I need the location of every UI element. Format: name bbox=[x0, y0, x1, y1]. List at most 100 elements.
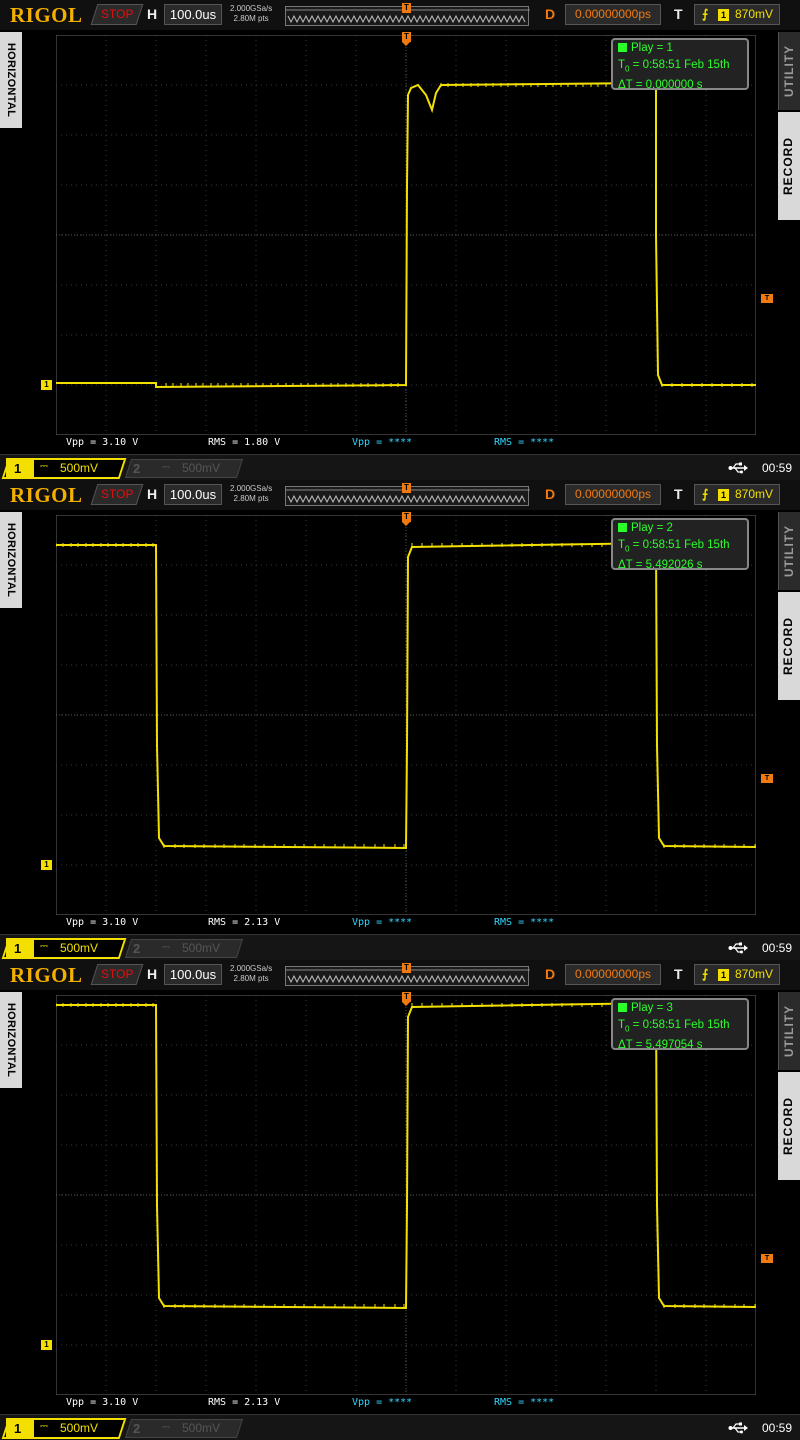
delay-value[interactable]: 0.00000000ps bbox=[565, 484, 661, 505]
measurement-vpp-ch1: Vpp = 3.10 V bbox=[66, 437, 139, 448]
scope-screen: RIGOL STOP H 100.0us 2.000GSa/s 2.80M pt… bbox=[0, 0, 800, 480]
playback-info: Play = 3 T0 = 0:58:51 Feb 15th ΔT = 5.49… bbox=[611, 998, 749, 1051]
trigger-level: 870mV bbox=[735, 7, 774, 21]
trigger-level-marker[interactable]: T bbox=[761, 774, 773, 783]
horizontal-tab[interactable]: HORIZONTAL bbox=[0, 512, 22, 608]
scope-screen: RIGOL STOP H 100.0us 2.000GSa/s 2.80M pt… bbox=[0, 480, 800, 960]
acquisition-info: 2.000GSa/s 2.80M pts bbox=[230, 484, 272, 504]
memory-depth: 2.80M pts bbox=[233, 974, 269, 983]
trigger-level-marker[interactable]: T bbox=[761, 1254, 773, 1263]
play-line: Play = 2 bbox=[618, 520, 747, 537]
horizontal-tab[interactable]: HORIZONTAL bbox=[0, 32, 22, 128]
horizontal-tab-label: HORIZONTAL bbox=[5, 522, 17, 598]
play-index: Play = 3 bbox=[631, 1002, 673, 1014]
measurement-rms-ch1: RMS = 2.13 V bbox=[208, 1397, 281, 1408]
utility-tab[interactable]: UTILITY bbox=[778, 512, 800, 590]
ch1-offset-marker[interactable]: 1 bbox=[41, 380, 52, 390]
utility-tab[interactable]: UTILITY bbox=[778, 992, 800, 1070]
ch2-dc-coupling-icon: ⎓ bbox=[162, 462, 170, 473]
measurement-vpp-ch1: Vpp = 3.10 V bbox=[66, 917, 139, 928]
ch2-label: 2 bbox=[133, 1421, 141, 1436]
t0-subscript: 0 bbox=[625, 544, 630, 554]
ch1-waveform bbox=[56, 541, 756, 850]
measurement-rms-ch2: RMS = **** bbox=[494, 1397, 555, 1408]
record-tab[interactable]: RECORD bbox=[778, 1072, 800, 1180]
horizontal-label: H bbox=[147, 6, 158, 22]
t0-prefix: T bbox=[618, 539, 626, 551]
usb-icon bbox=[728, 462, 748, 474]
measurement-vpp-ch2: Vpp = **** bbox=[352, 1397, 413, 1408]
trigger-position-marker[interactable]: T bbox=[402, 32, 411, 46]
trigger-source-badge: 1 bbox=[718, 489, 729, 501]
waveform-grid[interactable] bbox=[56, 515, 756, 915]
play-line: Play = 1 bbox=[618, 40, 747, 57]
horizontal-tab-label: HORIZONTAL bbox=[5, 1002, 17, 1078]
delta-t: ΔT = 5.492026 s bbox=[618, 559, 703, 572]
usb-icon bbox=[728, 1422, 748, 1434]
run-stop-status[interactable]: STOP bbox=[90, 964, 144, 985]
t0-prefix: T bbox=[618, 1019, 626, 1031]
measurement-rms-ch2: RMS = **** bbox=[494, 437, 555, 448]
measurement-vpp-ch2: Vpp = **** bbox=[352, 917, 413, 928]
ch1-scale: 500mV bbox=[60, 1421, 99, 1435]
ch2-dc-coupling-icon: ⎓ bbox=[162, 1422, 170, 1433]
play-line: Play = 3 bbox=[618, 1000, 747, 1017]
utility-tab[interactable]: UTILITY bbox=[778, 32, 800, 110]
delay-label: D bbox=[545, 486, 556, 502]
channel-status-bar: 1 ⎓ 500mV 2 ⎓ 500mV 00:59 bbox=[0, 934, 800, 960]
clock: 00:59 bbox=[762, 941, 793, 955]
dc-coupling-icon: ⎓ bbox=[40, 461, 48, 472]
channel-status-bar: 1 ⎓ 500mV 2 ⎓ 500mV 00:59 bbox=[0, 454, 800, 480]
ch1-label: 1 bbox=[6, 1418, 34, 1439]
trigger-settings[interactable]: ⨍ 1 870mV bbox=[694, 964, 780, 985]
utility-tab-label: UTILITY bbox=[782, 44, 796, 98]
dc-coupling-icon: ⎓ bbox=[40, 1421, 48, 1432]
run-stop-label: STOP bbox=[100, 7, 134, 21]
playback-info: Play = 2 T0 = 0:58:51 Feb 15th ΔT = 5.49… bbox=[611, 518, 749, 571]
delay-value[interactable]: 0.00000000ps bbox=[565, 4, 661, 25]
trigger-settings[interactable]: ⨍ 1 870mV bbox=[694, 484, 780, 505]
ch2-scale: 500mV bbox=[182, 941, 221, 955]
memory-depth: 2.80M pts bbox=[233, 14, 269, 23]
acquisition-info: 2.000GSa/s 2.80M pts bbox=[230, 964, 272, 984]
record-tab[interactable]: RECORD bbox=[778, 592, 800, 700]
t0-value: = 0:58:51 Feb 15th bbox=[629, 59, 730, 71]
ch1-offset-marker[interactable]: 1 bbox=[41, 1340, 52, 1350]
sample-rate: 2.000GSa/s bbox=[230, 964, 273, 973]
overview-trigger-marker: T bbox=[402, 483, 411, 493]
delay-value[interactable]: 0.00000000ps bbox=[565, 964, 661, 985]
trigger-level-marker[interactable]: T bbox=[761, 294, 773, 303]
t0-line: T0 = 0:58:51 Feb 15th bbox=[618, 1017, 747, 1037]
rising-edge-icon: ⨍ bbox=[702, 967, 709, 981]
horizontal-tab[interactable]: HORIZONTAL bbox=[0, 992, 22, 1088]
timebase-value[interactable]: 100.0us bbox=[164, 484, 222, 505]
playback-info: Play = 1 T0 = 0:58:51 Feb 15th ΔT = 0.00… bbox=[611, 38, 749, 91]
sample-rate: 2.000GSa/s bbox=[230, 4, 273, 13]
usb-icon bbox=[728, 942, 748, 954]
measurement-rms-ch2: RMS = **** bbox=[494, 917, 555, 928]
trigger-level: 870mV bbox=[735, 967, 774, 981]
t0-prefix: T bbox=[618, 59, 626, 71]
t0-line: T0 = 0:58:51 Feb 15th bbox=[618, 57, 747, 77]
top-status-bar: RIGOL STOP H 100.0us 2.000GSa/s 2.80M pt… bbox=[0, 0, 800, 30]
record-tab-label: RECORD bbox=[781, 617, 795, 676]
trigger-settings[interactable]: ⨍ 1 870mV bbox=[694, 4, 780, 25]
timebase-value[interactable]: 100.0us bbox=[164, 964, 222, 985]
run-stop-label: STOP bbox=[100, 487, 134, 501]
horizontal-label: H bbox=[147, 486, 158, 502]
acquisition-info: 2.000GSa/s 2.80M pts bbox=[230, 4, 272, 24]
trigger-position-marker[interactable]: T bbox=[402, 992, 411, 1006]
top-status-bar: RIGOL STOP H 100.0us 2.000GSa/s 2.80M pt… bbox=[0, 960, 800, 990]
waveform-grid[interactable] bbox=[56, 35, 756, 435]
play-indicator-icon bbox=[618, 1003, 627, 1012]
ch1-offset-marker[interactable]: 1 bbox=[41, 860, 52, 870]
record-tab[interactable]: RECORD bbox=[778, 112, 800, 220]
trigger-source-badge: 1 bbox=[718, 9, 729, 21]
sample-rate: 2.000GSa/s bbox=[230, 484, 273, 493]
timebase-value[interactable]: 100.0us bbox=[164, 4, 222, 25]
trigger-position-marker[interactable]: T bbox=[402, 512, 411, 526]
t0-subscript: 0 bbox=[625, 1024, 630, 1034]
waveform-grid[interactable] bbox=[56, 995, 756, 1395]
run-stop-status[interactable]: STOP bbox=[90, 4, 144, 25]
run-stop-status[interactable]: STOP bbox=[90, 484, 144, 505]
